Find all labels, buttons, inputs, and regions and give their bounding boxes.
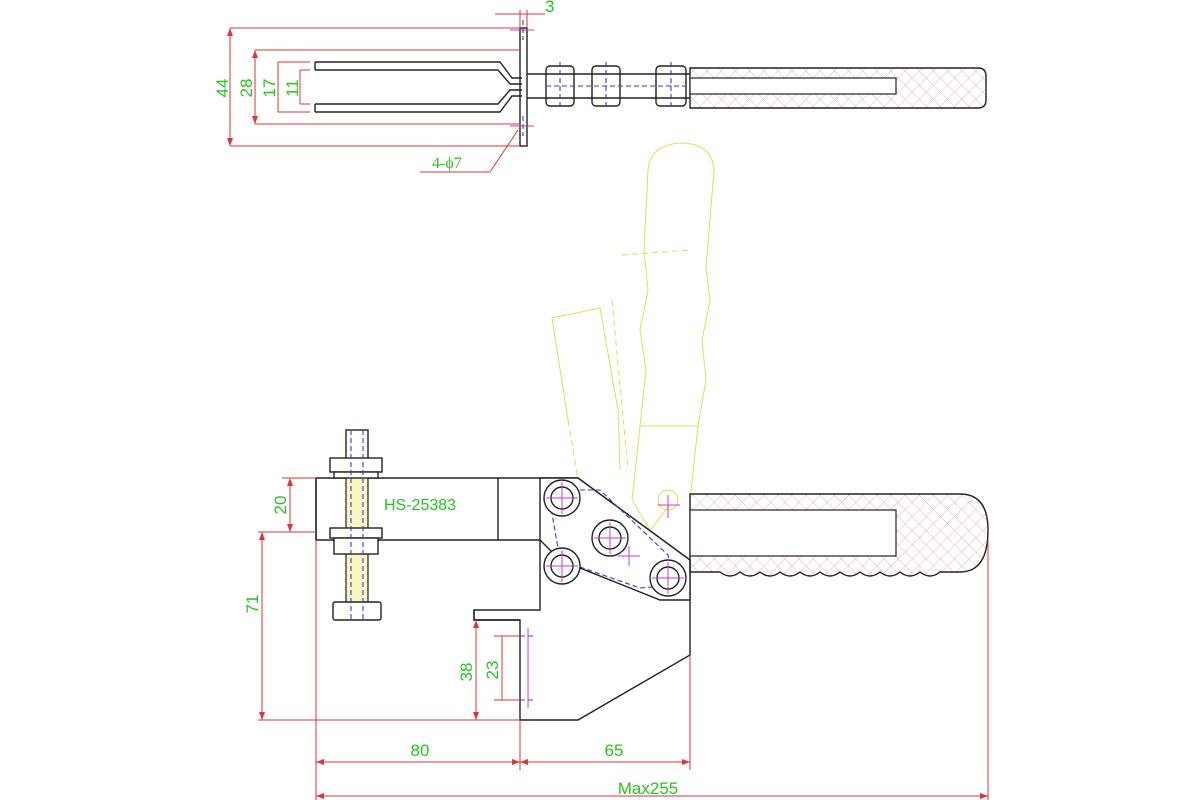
dim-max: Max255 (618, 779, 678, 798)
top-view: 3 44 28 17 11 4-ϕ7 (213, 0, 987, 173)
dim-23: 23 (483, 661, 502, 680)
clamp-body (315, 477, 691, 721)
arm-upper-inner (315, 69, 522, 85)
arm-lower-inner (315, 89, 522, 105)
dim-65: 65 (605, 741, 624, 760)
dim-11: 11 (283, 79, 302, 97)
model-label: HS-25383 (384, 497, 456, 514)
dim-71: 71 (243, 595, 262, 614)
dim-17: 17 (260, 79, 279, 98)
pivot-centerlines (546, 482, 684, 594)
phantom-open-handle (551, 142, 715, 531)
arm-lower-outer (315, 95, 522, 113)
nut-top (329, 457, 383, 473)
dim-38: 38 (457, 663, 476, 682)
dim-thickness: 3 (545, 0, 554, 16)
spindle-foot (332, 601, 382, 621)
dim-28: 28 (237, 79, 256, 98)
dim-80: 80 (411, 741, 430, 760)
hole-callout: 4-ϕ7 (432, 155, 462, 172)
arm-upper-outer (315, 61, 522, 79)
dim-44: 44 (213, 79, 232, 98)
nut-lower (329, 527, 383, 539)
dim-20: 20 (271, 496, 290, 515)
side-view: HS-25383 20 71 38 23 80 65 Max255 (243, 429, 989, 800)
